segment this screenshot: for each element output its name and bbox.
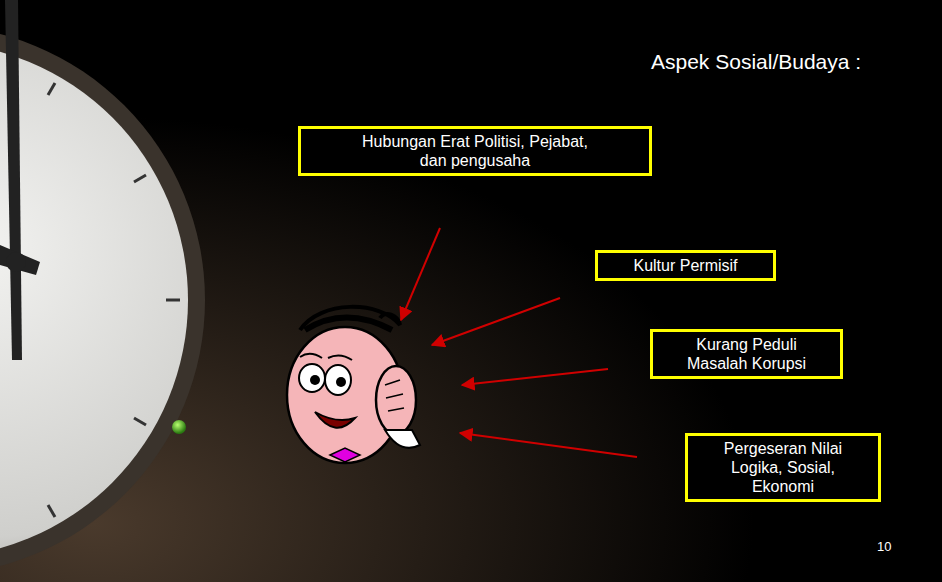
topic-text: Kurang Peduli Masalah Korupsi <box>672 335 822 373</box>
slide-title: Aspek Sosial/Budaya : <box>651 50 861 74</box>
topic-box: Kurang Peduli Masalah Korupsi <box>650 329 843 379</box>
clock <box>0 0 205 575</box>
topic-text: Kultur Permisif <box>606 256 765 275</box>
topic-box: Kultur Permisif <box>595 250 776 281</box>
topic-text: Pergeseran Nilai Logika, Sosial, Ekonomi <box>706 439 861 496</box>
page-number: 10 <box>877 539 891 554</box>
bullet-icon <box>172 420 186 434</box>
topic-text: Hubungan Erat Politisi, Pejabat, dan pen… <box>350 132 600 170</box>
topic-box: Hubungan Erat Politisi, Pejabat, dan pen… <box>298 126 652 176</box>
cartoon-head <box>287 307 420 463</box>
topic-box: Pergeseran Nilai Logika, Sosial, Ekonomi <box>685 433 881 502</box>
